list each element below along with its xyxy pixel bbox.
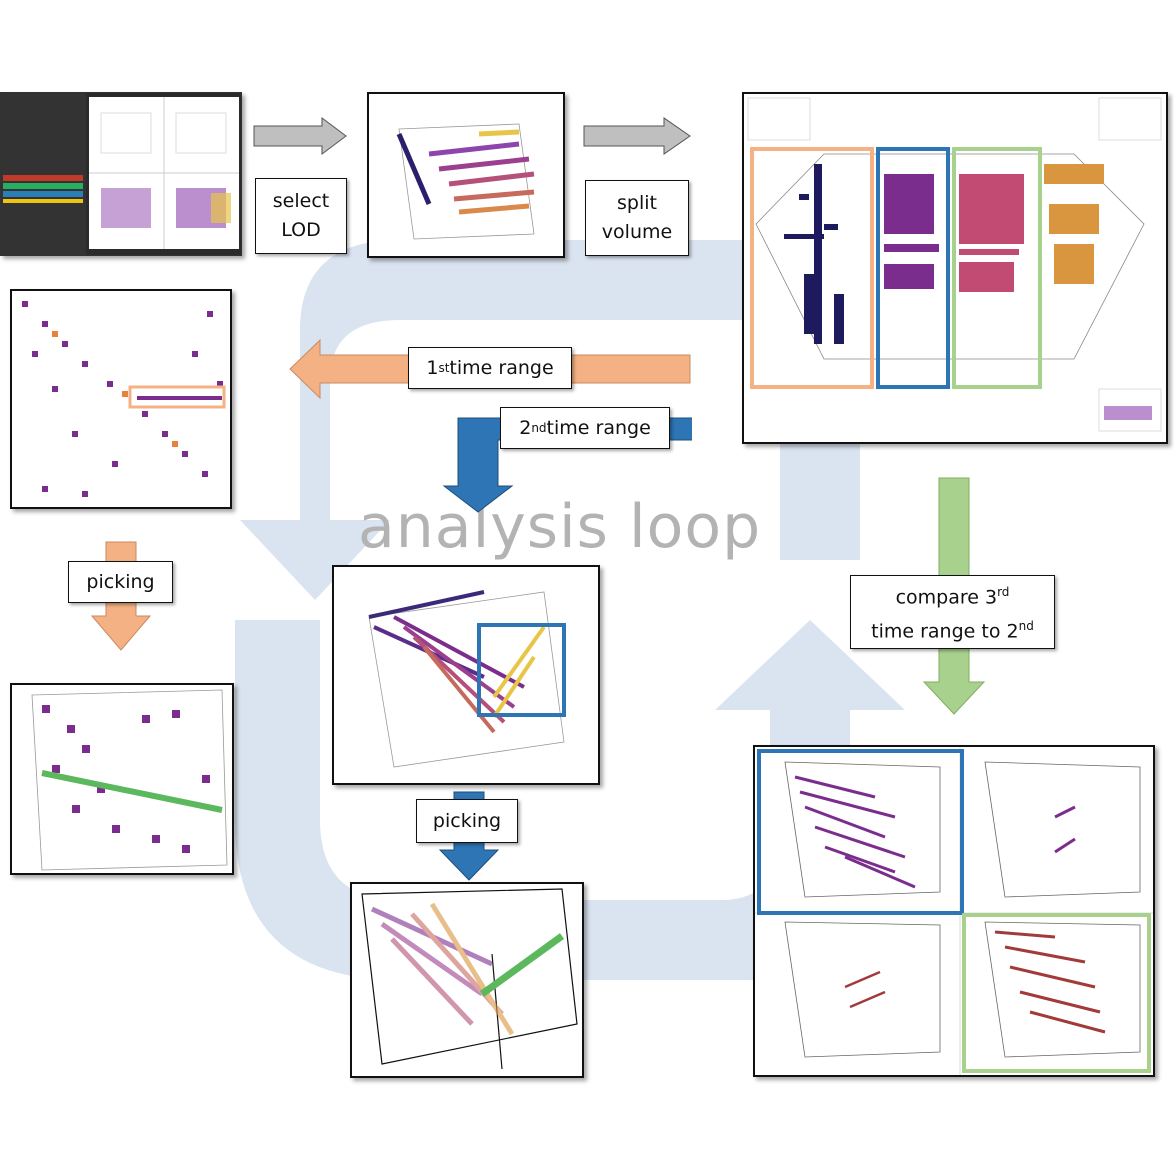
app-screenshot xyxy=(1,93,239,255)
time-matrix-view xyxy=(22,301,226,497)
lod-volume-view xyxy=(396,123,535,240)
app-screenshot-panel xyxy=(0,92,242,256)
lod-volume-panel xyxy=(367,92,565,258)
arrow-split-volume xyxy=(583,117,691,155)
picked-volume-center-panel xyxy=(350,882,584,1078)
picked-volume-center-view xyxy=(361,888,578,1070)
selected-range-volume-view xyxy=(368,590,566,768)
label-picking-left: picking xyxy=(68,561,173,603)
comparison-grid-panel xyxy=(753,745,1155,1077)
picked-volume-left-view xyxy=(31,689,228,871)
split-volume-view xyxy=(747,97,1162,432)
label-picking-center: picking xyxy=(416,799,518,843)
comparison-grid-view xyxy=(755,747,1153,1075)
time-matrix-panel xyxy=(10,289,232,509)
arrow-select-lod xyxy=(253,117,347,155)
picked-volume-left-panel xyxy=(10,683,234,875)
label-compare: compare 3rd time range to 2nd xyxy=(850,575,1055,649)
split-volume-panel xyxy=(742,92,1168,444)
analysis-loop-title: analysis loop xyxy=(358,492,762,562)
selected-range-volume-panel xyxy=(332,565,600,785)
